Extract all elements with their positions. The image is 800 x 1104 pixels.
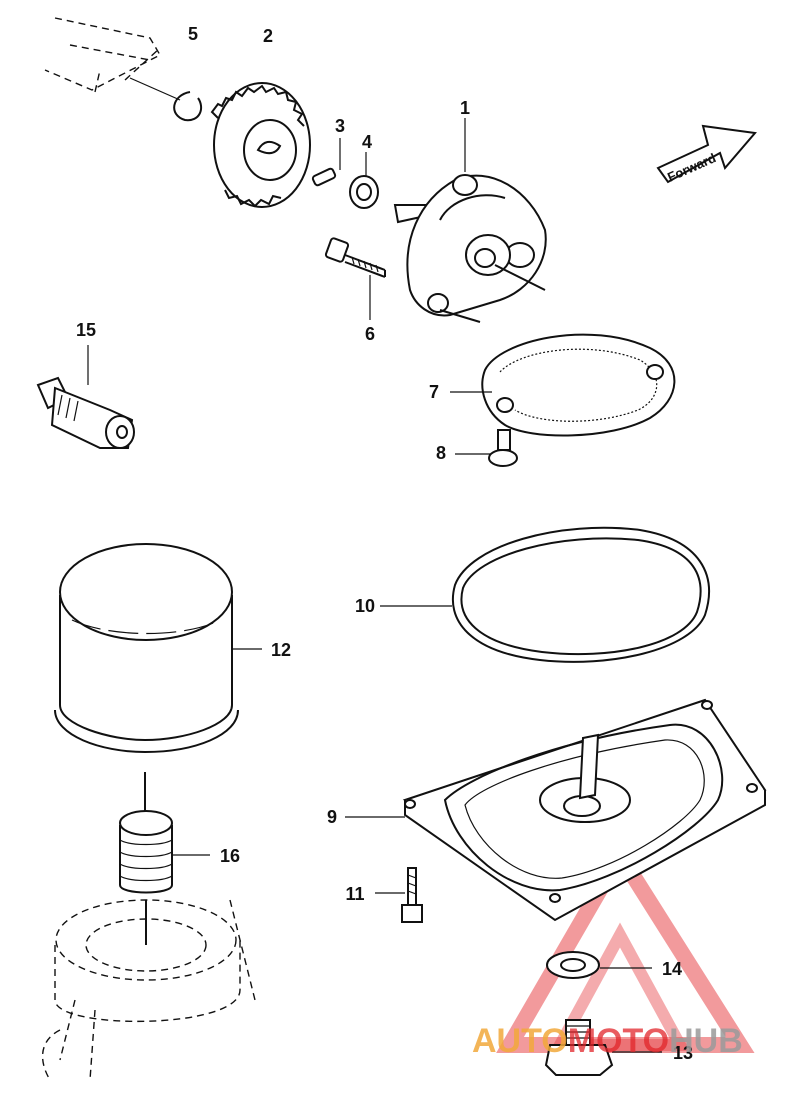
bolt-11	[375, 867, 423, 923]
callout-5: 5	[188, 24, 198, 44]
drain-plug-13	[544, 1019, 662, 1076]
callout-3: 3	[335, 116, 345, 136]
callout-13: 13	[673, 1043, 693, 1063]
callout-11: 11	[345, 884, 364, 904]
callout-1: 1	[460, 98, 470, 118]
washer-14	[546, 951, 652, 979]
washer-4	[349, 152, 379, 209]
callout-15: 15	[76, 320, 96, 340]
callout-6: 6	[365, 324, 375, 344]
engine-mount-outline	[41, 899, 256, 1081]
shaft-housing-outline	[44, 17, 161, 93]
callout-9: 9	[327, 807, 337, 827]
callout-16: 16	[220, 846, 240, 866]
oil-filter-12	[54, 543, 262, 815]
oil-pan-9	[345, 698, 767, 922]
callout-14: 14	[662, 959, 682, 979]
circlip-5	[173, 91, 203, 122]
watermark-text: AUTOMOTOHUB	[472, 1022, 743, 1060]
watermark-logo	[496, 839, 755, 1053]
pressure-sensor-15	[36, 345, 135, 449]
callout-10: 10	[355, 596, 375, 616]
pin-3	[311, 138, 341, 187]
oil-pump-1	[393, 118, 547, 323]
callout-7: 7	[429, 382, 439, 402]
callout-8: 8	[436, 443, 446, 463]
callout-4: 4	[362, 132, 372, 152]
callout-12: 12	[271, 640, 291, 660]
oil-screen-7	[450, 333, 676, 437]
forward-arrow: Forward	[656, 124, 757, 185]
gear-2	[210, 82, 311, 208]
fitting-16	[119, 810, 210, 945]
callout-2: 2	[263, 26, 273, 46]
screw-8	[455, 429, 518, 467]
bolt-6	[324, 237, 386, 320]
gasket-10	[380, 526, 710, 663]
